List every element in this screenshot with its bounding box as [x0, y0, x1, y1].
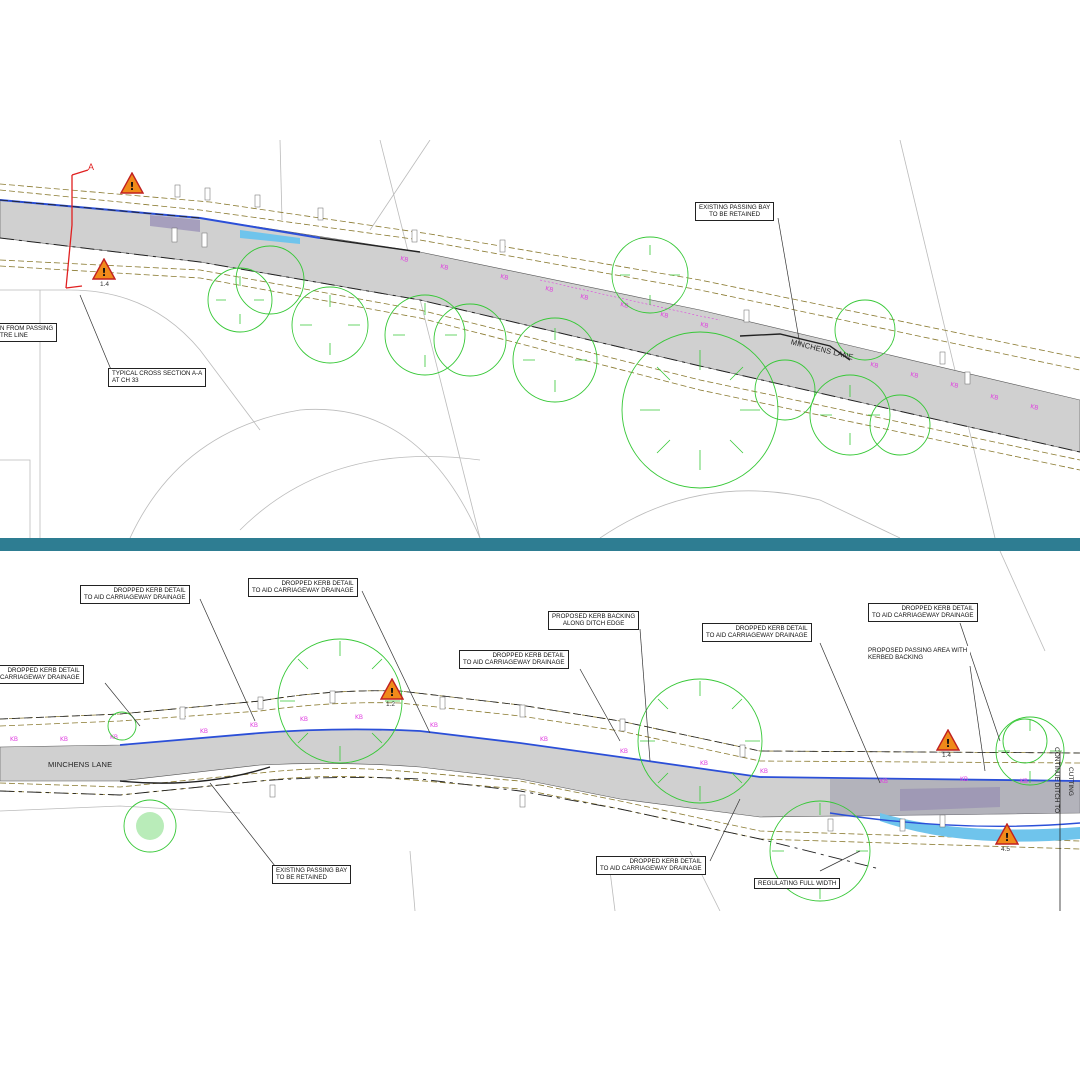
svg-text:KB: KB [700, 321, 710, 330]
top-plan-panel: KB KB KB KB KB KB KB KB KB KB KB KB KB [0, 140, 1080, 538]
warning-label: 1.2 [386, 701, 396, 708]
note-dropped-kerb-4: DROPPED KERB DETAIL TO AID CARRIAGEWAY D… [702, 623, 812, 642]
warning-triangle-icon: ! [91, 257, 117, 280]
svg-text:KB: KB [580, 293, 590, 302]
note-from-passing: N FROM PASSING TRE LINE [0, 323, 58, 342]
warning-label: 1.4 [100, 281, 110, 288]
note-cross-section: TYPICAL CROSS SECTION A-A AT CH 33 [108, 368, 207, 387]
note-dropped-kerb-2: DROPPED KERB DETAIL TO AID CARRIAGEWAY D… [248, 578, 358, 597]
svg-text:KB: KB [950, 381, 960, 390]
note-dropped-kerb-6: DROPPED KERB DETAIL TO AID CARRIAGEWAY D… [596, 856, 706, 875]
svg-text:KB: KB [60, 736, 68, 743]
svg-text:KB: KB [960, 776, 968, 783]
svg-text:KB: KB [990, 393, 1000, 402]
note-passing-bay: EXISTING PASSING BAY TO BE RETAINED [272, 865, 352, 884]
svg-text:KB: KB [870, 361, 880, 370]
bottom-plan-panel: KB KB KB KB KB KB KB KB KB KB KB KB KB K… [0, 551, 1080, 911]
vertical-label-ditch: CONTINUE DITCH TO [1053, 747, 1060, 814]
svg-text:!: ! [101, 266, 106, 279]
warning-triangle-icon: ! [379, 677, 405, 700]
bottom-plan-drawing: KB KB KB KB KB KB KB KB KB KB KB KB KB K… [0, 551, 1080, 911]
svg-text:KB: KB [10, 736, 18, 743]
road-name-label: MINCHENS LANE [48, 760, 113, 769]
section-line-a-a [65, 169, 89, 289]
svg-text:KB: KB [540, 736, 548, 743]
svg-text:!: ! [389, 686, 394, 699]
note-dropped-kerb-left: DROPPED KERB DETAIL CARRIAGEWAY DRAINAGE [0, 665, 84, 684]
carriageway [0, 199, 1080, 453]
warning-triangle-icon: ! [935, 728, 961, 751]
panel-divider [0, 538, 1080, 551]
svg-text:KB: KB [880, 778, 888, 785]
svg-text:!: ! [945, 737, 950, 750]
note-kerb-backing: PROPOSED KERB BACKING ALONG DITCH EDGE [548, 611, 640, 630]
note-regulating: REGULATING FULL WIDTH [754, 878, 841, 890]
svg-text:KB: KB [355, 714, 363, 721]
svg-text:KB: KB [440, 263, 450, 272]
svg-text:KB: KB [400, 255, 410, 264]
svg-text:KB: KB [620, 748, 628, 755]
note-dropped-kerb-5: DROPPED KERB DETAIL TO AID CARRIAGEWAY D… [868, 603, 978, 622]
svg-text:KB: KB [300, 716, 308, 723]
tree-canopies [207, 236, 931, 489]
svg-text:KB: KB [430, 722, 438, 729]
svg-text:KB: KB [620, 301, 630, 310]
note-dropped-kerb-1: DROPPED KERB DETAIL TO AID CARRIAGEWAY D… [80, 585, 190, 604]
svg-text:KB: KB [760, 768, 768, 775]
note-passing-bay: EXISTING PASSING BAY TO BE RETAINED [695, 202, 775, 221]
vertical-label-cutting: CUTTING [1067, 767, 1074, 796]
warning-label: 4.5 [1001, 846, 1011, 853]
warning-triangle-icon: ! [119, 171, 145, 194]
svg-text:KB: KB [200, 728, 208, 735]
note-passing-area: PROPOSED PASSING AREA WITH KERBED BACKIN… [865, 646, 971, 663]
svg-text:!: ! [129, 180, 134, 193]
svg-text:KB: KB [660, 311, 670, 320]
svg-text:KB: KB [500, 273, 510, 282]
svg-text:!: ! [1004, 831, 1009, 844]
tree-canopies [107, 638, 1065, 902]
svg-text:KB: KB [545, 285, 555, 294]
section-marker: A [88, 162, 95, 172]
warning-label: 1.4 [942, 752, 952, 759]
svg-text:KB: KB [700, 760, 708, 767]
svg-text:KB: KB [1030, 403, 1040, 412]
warning-triangle-icon: ! [994, 822, 1020, 845]
svg-text:KB: KB [1020, 778, 1028, 785]
top-plan-drawing: KB KB KB KB KB KB KB KB KB KB KB KB KB [0, 140, 1080, 538]
svg-text:KB: KB [250, 722, 258, 729]
svg-text:KB: KB [910, 371, 920, 380]
note-dropped-kerb-3: DROPPED KERB DETAIL TO AID CARRIAGEWAY D… [459, 650, 569, 669]
